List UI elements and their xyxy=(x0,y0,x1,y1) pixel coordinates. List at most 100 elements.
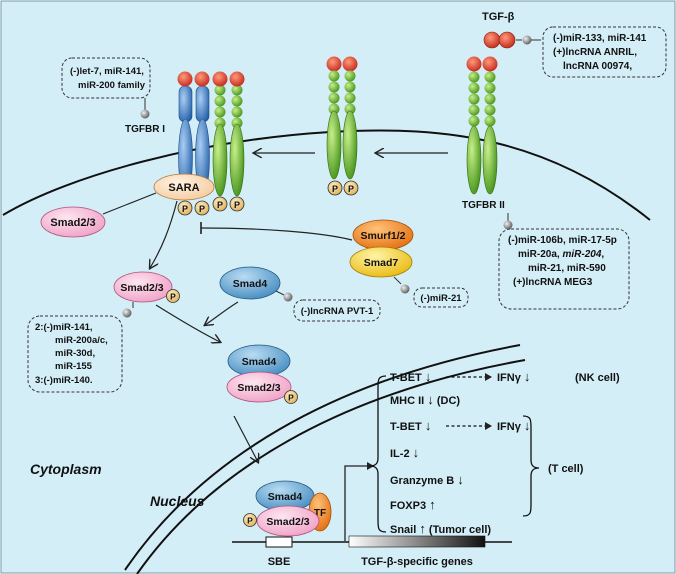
nuclear-tf-label: TF xyxy=(314,508,326,519)
arrow-smad4-to-complex xyxy=(205,301,239,325)
smad23-connector-dot xyxy=(122,308,132,318)
tcell-right-brace xyxy=(522,415,540,517)
outcome-t1-a: T-BET xyxy=(390,421,422,433)
outcome-dc-cell: (DC) xyxy=(437,395,461,407)
smad7-regulator-box xyxy=(413,287,469,308)
p-circle xyxy=(177,200,193,216)
transcription-arrow xyxy=(344,462,374,541)
outcome-t2: IL-2 xyxy=(390,448,410,460)
svg-text:IFNγ ↓: IFNγ ↓ xyxy=(497,418,530,433)
tgfbr1-connector-dot xyxy=(140,109,150,119)
receptor-pair-right xyxy=(466,56,498,195)
smad7-protein xyxy=(349,246,413,278)
sbe-box xyxy=(265,536,293,548)
outcomes-left-brace xyxy=(369,375,387,533)
tgfbr2-connector-dot xyxy=(503,220,513,230)
smad7-regulator-text: (-)miR-21 xyxy=(420,293,462,304)
down-arrow: ↓ xyxy=(427,392,434,407)
smad23-protein xyxy=(40,206,106,238)
down-arrow: ↓ xyxy=(524,369,531,384)
smad23-label: Smad2/3 xyxy=(50,217,95,229)
down-arrow: ↓ xyxy=(425,418,432,433)
down-arrow: ↓ xyxy=(524,418,531,433)
p-circle xyxy=(243,513,257,527)
nucleus-label: Nucleus xyxy=(150,493,205,509)
tgfbr2-regulators-line2: miR-20a, xyxy=(518,249,562,260)
tgfb-regulators-line3: lncRNA 00974, xyxy=(563,61,632,72)
tgfb-regulators-line2: (+)lncRNA ANRIL, xyxy=(553,47,637,58)
smad7-label: Smad7 xyxy=(364,257,399,269)
cytoplasm-label: Cytoplasm xyxy=(30,461,102,477)
outcome-nk-a: T-BET xyxy=(390,372,422,384)
svg-text:IL-2 ↓: IL-2 ↓ xyxy=(390,445,419,460)
p-label: P xyxy=(170,292,176,302)
tgfbr1-label: TGFBR I xyxy=(125,124,165,135)
nuclear-smad23-label: Smad2/3 xyxy=(266,516,309,528)
outcome-nk-cell: (NK cell) xyxy=(575,372,620,384)
smad23-regulators-line2: miR-200a/c, xyxy=(55,335,108,346)
p-label: P xyxy=(182,204,188,214)
svg-text:Granzyme B ↓: Granzyme B ↓ xyxy=(390,472,464,487)
down-arrow: ↓ xyxy=(425,369,432,384)
up-arrow: ↑ xyxy=(419,521,426,536)
p-circle xyxy=(212,196,228,212)
tgfbr2-regulators-line1: (-)miR-106b, miR-17-5p xyxy=(508,235,617,246)
p-circle xyxy=(343,180,359,196)
connector-sara-smad23 xyxy=(102,192,157,215)
up-arrow: ↑ xyxy=(429,497,436,512)
svg-text:T-BET ↓: T-BET ↓ xyxy=(390,369,431,384)
smad4-protein xyxy=(219,266,281,300)
outcome-t4: FOXP3 xyxy=(390,500,426,512)
smad4-regulator-box xyxy=(293,299,381,322)
smad7-connector-dot xyxy=(400,284,410,294)
tgfbr2-regulators-line3: miR-21, miR-590 xyxy=(528,263,606,274)
p-label: P xyxy=(332,184,338,194)
nuclear-membrane-inner xyxy=(136,359,526,574)
tgfbr1-regulators-line2: miR-200 family xyxy=(78,80,146,91)
nuclear-smad23 xyxy=(256,505,320,537)
p-circle xyxy=(166,289,180,303)
tcell-label: (T cell) xyxy=(548,463,584,475)
complex-smad23 xyxy=(226,371,292,403)
smad23-phospho-protein xyxy=(113,271,173,303)
smad4-connector-dot xyxy=(283,292,293,302)
tgfb-regulators-line1: (-)miR-133, miR-141 xyxy=(553,33,647,44)
tgfb-connector-dot xyxy=(522,35,532,45)
smad23-regulators-line5: 3:(-)miR-140. xyxy=(35,375,93,386)
smad4-label: Smad4 xyxy=(233,278,268,290)
tgfbr1-regulators-box xyxy=(61,57,151,99)
nuclear-membrane-outer xyxy=(124,344,521,571)
sara-protein xyxy=(153,173,215,201)
sbe-label: SBE xyxy=(268,556,291,568)
smurf-label: Smurf1/2 xyxy=(361,230,406,242)
down-arrow: ↓ xyxy=(413,445,420,460)
outcome-t3: Granzyme B xyxy=(390,475,454,487)
svg-text:Snail ↑ (Tumor cell): Snail ↑ (Tumor cell) xyxy=(390,521,491,536)
tgfb-ligand-left xyxy=(483,31,501,49)
gene-label: TGF-β-specific genes xyxy=(361,556,473,568)
outcome-tumor-cell: (Tumor cell) xyxy=(429,524,491,536)
arrow-smad23-to-complex xyxy=(155,304,220,342)
p-circle xyxy=(284,390,298,404)
tgfbr2-label: TGFBR II xyxy=(462,200,505,211)
smad23-phospho-label: Smad2/3 xyxy=(120,282,163,294)
tgfbr2-regulators-comma: , xyxy=(601,249,604,260)
sara-label: SARA xyxy=(168,182,199,194)
tgfbr2-regulators-line4: (+)lncRNA MEG3 xyxy=(513,277,593,288)
p-label: P xyxy=(234,200,240,210)
tgfbr2-regulators-box xyxy=(498,228,630,310)
svg-text:MHC II ↓ (DC): MHC II ↓ (DC) xyxy=(390,392,460,407)
tgfb-label: TGF-β xyxy=(482,11,515,23)
tgfb-regulators-box xyxy=(542,26,667,78)
outcome-nk-b: IFNγ xyxy=(497,372,522,384)
p-label: P xyxy=(348,184,354,194)
smad23-regulators-line4: miR-155 xyxy=(55,361,93,372)
p-label: P xyxy=(199,204,205,214)
complex-smad23-label: Smad2/3 xyxy=(237,382,280,394)
gene-bar xyxy=(348,535,486,548)
p-label: P xyxy=(217,200,223,210)
smad23-regulators-box xyxy=(27,315,123,393)
inhibition-smad7-to-receptor xyxy=(200,227,353,241)
down-arrow: ↓ xyxy=(457,472,464,487)
